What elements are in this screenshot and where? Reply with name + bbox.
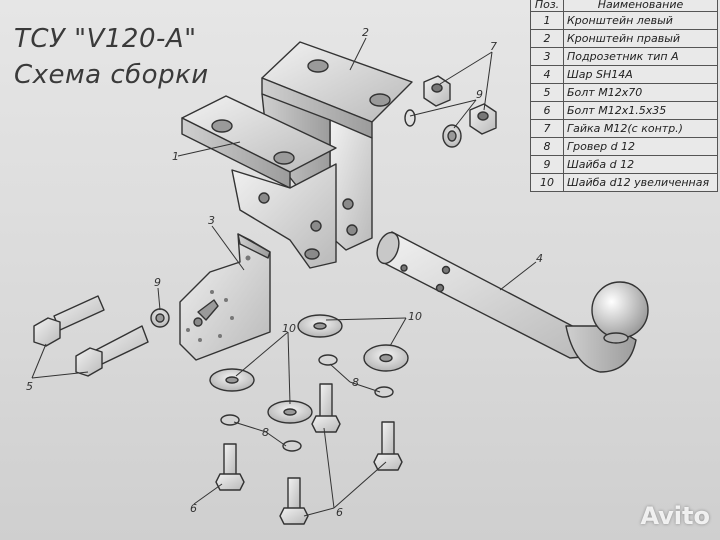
washer-near-nut (442, 124, 462, 148)
spring-washer-1 (318, 354, 338, 366)
callout-7: 7 (490, 40, 497, 53)
row-pos: 1 (530, 11, 564, 30)
row-name: Шайба d12 увеличенная (563, 173, 718, 192)
callout-10a: 10 (282, 322, 296, 335)
socket-plate (179, 233, 271, 361)
callout-5: 5 (26, 380, 33, 393)
tow-ball-bar (376, 231, 649, 373)
callout-9b: 9 (154, 276, 161, 289)
leader-lines (31, 37, 537, 517)
row-pos: 9 (530, 155, 564, 174)
callout-6b: 6 (336, 506, 343, 519)
row-pos: 3 (530, 47, 564, 66)
washer-large-3 (209, 368, 255, 392)
bolt-m12x1.5x35-2 (373, 421, 403, 471)
row-name: Болт M12x70 (563, 83, 718, 102)
callout-10b: 10 (408, 310, 422, 323)
row-pos: 8 (530, 137, 564, 156)
lock-nut-1 (423, 75, 451, 107)
row-pos: 4 (530, 65, 564, 84)
spring-washer-2 (374, 386, 394, 398)
callout-9a: 9 (476, 88, 483, 101)
row-name: Кронштейн левый (563, 11, 718, 30)
row-pos: 5 (530, 83, 564, 102)
row-name: Кронштейн правый (563, 29, 718, 48)
bolt-m12x70-2 (75, 325, 149, 377)
callout-2: 2 (362, 26, 369, 39)
bracket-left (181, 95, 337, 269)
washer-large-4 (267, 400, 313, 424)
callout-6a: 6 (190, 502, 197, 515)
row-name: Гровер d 12 (563, 137, 718, 156)
callout-3: 3 (208, 214, 215, 227)
washer-large-1 (297, 314, 343, 338)
callout-1: 1 (172, 150, 179, 163)
spring-washer-3 (220, 414, 240, 426)
row-name: Болт M12x1.5x35 (563, 101, 718, 120)
washer-d12 (150, 308, 170, 328)
lock-nut-2 (469, 103, 497, 135)
bolt-m12x1.5x35-3 (215, 443, 245, 491)
callout-4: 4 (536, 252, 543, 265)
diagram-title: ТСУ "V120-A" (14, 24, 197, 54)
row-pos: 7 (530, 119, 564, 138)
spring-washer-4 (282, 440, 302, 452)
bolt-m12x1.5x35-4 (279, 477, 309, 525)
row-pos: 6 (530, 101, 564, 120)
row-name: Подрозетник тип А (563, 47, 718, 66)
callout-8a: 8 (352, 376, 359, 389)
bolt-m12x1.5x35-1 (311, 383, 341, 433)
washer-large-2 (363, 344, 409, 372)
row-name: Гайка M12(с контр.) (563, 119, 718, 138)
avito-watermark: Avito (640, 502, 710, 530)
row-name: Шайба d 12 (563, 155, 718, 174)
diagram-subtitle: Схема сборки (14, 60, 209, 90)
row-pos: 2 (530, 29, 564, 48)
spring-washer-near-nut (404, 109, 416, 127)
callout-8b: 8 (262, 426, 269, 439)
bolt-m12x70-1 (33, 295, 105, 347)
header-pos: Поз. (530, 0, 564, 12)
row-name: Шар SH14A (563, 65, 718, 84)
row-pos: 10 (530, 173, 564, 192)
parts-table-header: Поз. Наименование (530, 0, 718, 12)
header-name: Наименование (563, 0, 718, 12)
